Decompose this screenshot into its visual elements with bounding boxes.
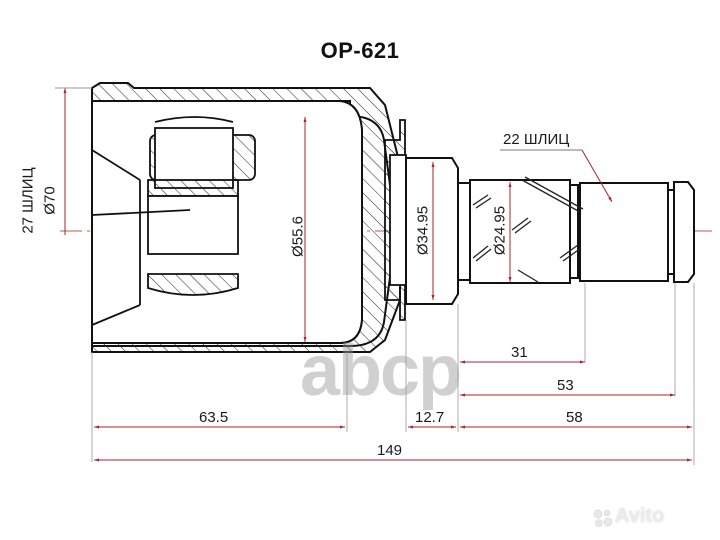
shaft-splines-label: 22 ШЛИЦ [503, 131, 570, 148]
dim-53: 53 [557, 377, 574, 394]
avito-logo-icon [593, 509, 613, 527]
housing [91, 82, 401, 353]
tripod [91, 116, 256, 326]
dim-31: 31 [511, 344, 528, 361]
dim-149: 149 [377, 442, 403, 459]
abcp-watermark: abcp [300, 331, 462, 411]
part-number-title: OP-621 [320, 38, 400, 63]
dim-63-5: 63.5 [199, 409, 229, 426]
seal [384, 119, 407, 321]
shaft-diameter-label: Ø24.95 [491, 205, 509, 256]
avito-brand: Avito [615, 505, 665, 527]
seal-diameter-label: Ø34.95 [414, 205, 432, 256]
shaft [405, 157, 695, 305]
dim-58: 58 [566, 409, 583, 426]
inner-diameter-label: Ø55.6 [289, 216, 307, 257]
extension-lines [91, 283, 695, 465]
outer-splines-label: 27 ШЛИЦ [19, 167, 37, 234]
dim-12-7: 12.7 [415, 409, 445, 426]
spline-marks [472, 176, 584, 283]
outer-diameter-label: Ø70 [41, 186, 59, 215]
horizontal-dimensions [94, 360, 692, 462]
dimension-lines [55, 87, 613, 342]
